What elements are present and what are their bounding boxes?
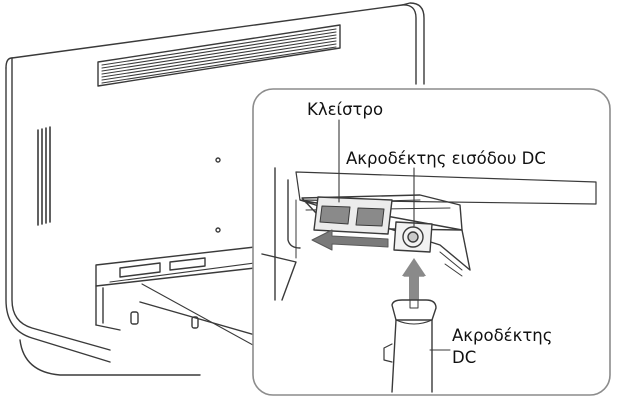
mount-hole	[215, 157, 221, 163]
zoom-detail-panel	[252, 88, 611, 396]
insert-arrow	[402, 258, 426, 301]
dc-plug-label-line2: DC	[452, 348, 477, 367]
dc-input-jack-label: Ακροδέκτης εισόδου DC	[346, 149, 546, 168]
dc-plug-connector	[383, 299, 437, 393]
dc-input-jack	[393, 221, 433, 253]
sliding-shutter	[313, 196, 393, 235]
monitor-stand	[19, 301, 256, 376]
mount-hole	[215, 227, 221, 233]
top-vent-grille	[97, 24, 341, 87]
slide-arrow	[311, 229, 389, 251]
shutter-label: Κλείστρο	[307, 100, 384, 119]
dc-plug-label-line1: Ακροδέκτης	[452, 326, 553, 345]
side-vent-grille	[37, 126, 51, 226]
terminal-bay	[95, 246, 256, 326]
